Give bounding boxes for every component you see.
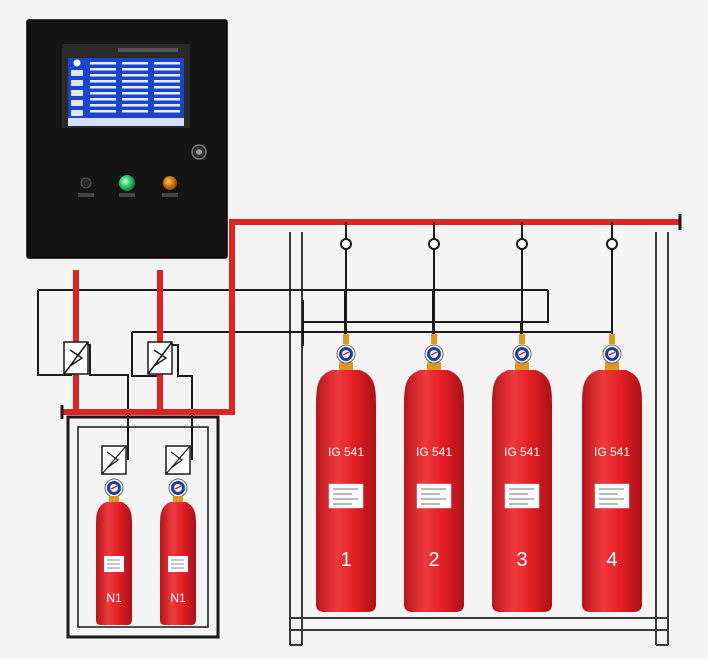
cylinder-number: 2 (428, 549, 439, 571)
pilot-cylinder-2: N1 (160, 445, 196, 625)
cylinder-agent-label: IG 541 (328, 445, 364, 459)
manifold-end-caps (60, 214, 682, 419)
status-lamp-green (119, 175, 135, 197)
cylinder-number: 4 (606, 549, 617, 571)
branch-valve (340, 238, 352, 250)
branch-valve (606, 238, 618, 250)
pressure-gauge-icon (512, 344, 532, 364)
cylinder-agent-label: IG 541 (416, 445, 452, 459)
pilot-gas-label: N1 (170, 591, 186, 605)
pilot-cylinder-bank: N1 N1 (96, 445, 196, 625)
status-lamp-orange (162, 176, 178, 197)
pressure-gauge-icon (424, 344, 444, 364)
pilot-cylinder-cabinet (66, 415, 220, 639)
main-cylinder-1: IG 541 1 (316, 334, 376, 612)
discharge-manifold (62, 219, 680, 415)
solenoid-actuator-icon (165, 445, 191, 475)
cylinder-branch-lines (340, 222, 618, 338)
pilot-cylinder-1: N1 (96, 445, 132, 625)
solenoid-actuator-icon (101, 445, 127, 475)
check-valve-icon (147, 341, 173, 375)
pilot-gas-label: N1 (106, 591, 122, 605)
status-lamp-off (78, 177, 94, 197)
cylinder-agent-label: IG 541 (504, 445, 540, 459)
main-cylinder-4: IG 541 4 (582, 334, 642, 612)
main-cylinder-bank: IG 541 1 IG 541 2 IG 541 3 IG 541 4 (316, 334, 642, 612)
pressure-gauge-icon (168, 478, 188, 498)
branch-valve (428, 238, 440, 250)
pressure-gauge-icon (602, 344, 622, 364)
lock-knob-icon[interactable] (191, 144, 207, 160)
check-valve-icon (63, 341, 89, 375)
pressure-gauge-icon (104, 478, 124, 498)
main-cylinder-3: IG 541 3 (492, 334, 552, 612)
branch-valve (516, 238, 528, 250)
main-cylinder-2: IG 541 2 (404, 334, 464, 612)
cylinder-number: 1 (340, 549, 351, 571)
cylinder-number: 3 (516, 549, 527, 571)
control-panel (26, 19, 228, 259)
panel-display-screen[interactable] (62, 44, 190, 128)
cylinder-agent-label: IG 541 (594, 445, 630, 459)
pressure-gauge-icon (336, 344, 356, 364)
